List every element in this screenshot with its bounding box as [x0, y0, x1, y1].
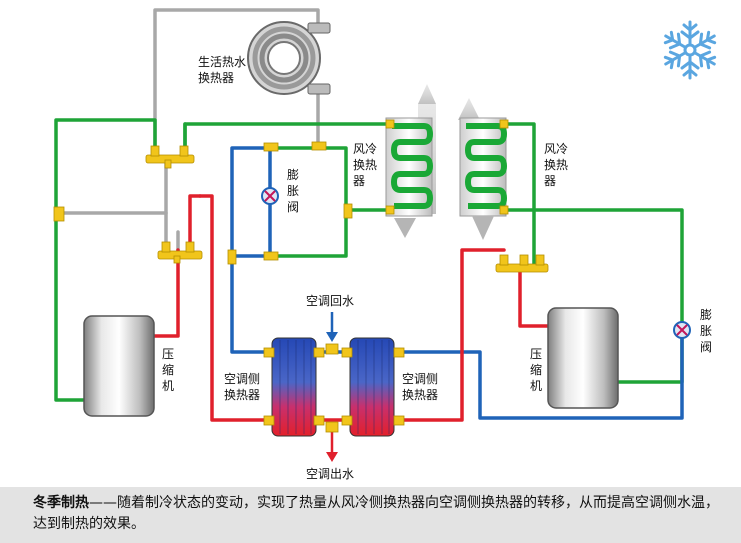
- ac-hx-left: [271, 337, 317, 437]
- compressor-left: [83, 315, 155, 417]
- expansion-valve-icon: [261, 187, 279, 205]
- label-valve-right-line1: 膨: [700, 308, 712, 322]
- red-pipe-left-hx-top: [188, 194, 202, 256]
- ac-hx-right: [349, 337, 395, 437]
- airflow-arrow-left-down: [394, 218, 416, 238]
- label-compressor-right-line1: 压: [530, 347, 542, 361]
- label-compressor-right-line3: 机: [530, 379, 542, 393]
- supply-water-arrow: [326, 452, 338, 462]
- label-ac-hx-right-line2: 换热器: [402, 388, 438, 402]
- snowflake-icon: [660, 20, 720, 80]
- label-air-hx-left-line2: 换热: [353, 158, 377, 172]
- label-dhw-hx-line1: 生活热水: [198, 55, 246, 69]
- airflow-arrow-right-up: [458, 98, 480, 120]
- label-return-water: 空调回水: [306, 294, 354, 308]
- red-pipe-right-hx: [394, 248, 506, 422]
- label-air-hx-right-line3: 器: [544, 174, 556, 188]
- label-air-hx-left-line3: 器: [353, 174, 365, 188]
- label-dhw-hx-line2: 换热器: [198, 71, 234, 85]
- airflow-arrow-left-up: [418, 84, 436, 104]
- blue-pipe-valve-left: [230, 146, 274, 354]
- label-ac-hx-left-line2: 换热器: [224, 388, 260, 402]
- fittings: [53, 119, 549, 433]
- label-compressor-left-line2: 缩: [162, 362, 174, 377]
- label-valve-right-line2: 胀: [700, 324, 712, 338]
- label-supply-water: 空调出水: [306, 467, 354, 481]
- air-hx-left: [385, 84, 436, 238]
- green-pipe-right-valve: [498, 208, 684, 384]
- green-pipe-valve-bottom: [268, 208, 394, 258]
- label-compressor-right-line2: 缩: [530, 362, 542, 377]
- component-labels: 生活热水 换热器 风冷 换热 器 风冷 换热 器 膨 胀 阀 膨 胀 阀 压 缩…: [162, 55, 712, 481]
- label-valve-right-line3: 阀: [700, 340, 712, 354]
- label-valve-left-line3: 阀: [287, 200, 299, 214]
- gray-pipe-dhw-supply: [153, 8, 320, 160]
- compressor-right: [547, 307, 619, 409]
- label-ac-hx-right-line1: 空调侧: [402, 372, 438, 386]
- water-arrows: [326, 312, 338, 462]
- label-air-hx-left-line1: 风冷: [353, 142, 377, 156]
- green-pipe-left-vertical: [54, 118, 157, 402]
- label-valve-left-line1: 膨: [287, 168, 299, 182]
- caption: 冬季制热——随着制冷状态的变动，实现了热量从风冷侧换热器向空调侧换热器的转移，从…: [0, 487, 741, 543]
- label-compressor-left-line3: 机: [162, 379, 174, 393]
- caption-title: 冬季制热: [33, 495, 89, 511]
- air-hx-right: [458, 98, 508, 240]
- label-ac-hx-left-line1: 空调侧: [224, 372, 260, 386]
- airflow-arrow-right-down: [472, 216, 494, 240]
- label-compressor-left-line1: 压: [162, 347, 174, 361]
- red-pipe-left-compressor: [152, 248, 180, 338]
- label-air-hx-right-line2: 换热: [544, 158, 568, 172]
- red-pipe-right-compressor: [518, 266, 550, 328]
- red-pipe-left-hx: [198, 194, 274, 422]
- blue-pipe-right-loop: [394, 328, 684, 420]
- green-pipe-right-top: [498, 122, 536, 270]
- expansion-valve-icon: [673, 321, 691, 339]
- return-water-arrow: [326, 332, 338, 342]
- label-air-hx-right-line1: 风冷: [544, 142, 568, 156]
- dhw-heat-exchanger: [247, 21, 331, 95]
- green-pipe-valve-top: [268, 146, 348, 212]
- caption-text: ——随着制冷状态的变动，实现了热量从风冷侧换热器向空调侧换热器的转移，从而提高空…: [33, 495, 719, 532]
- label-valve-left-line2: 胀: [287, 184, 299, 198]
